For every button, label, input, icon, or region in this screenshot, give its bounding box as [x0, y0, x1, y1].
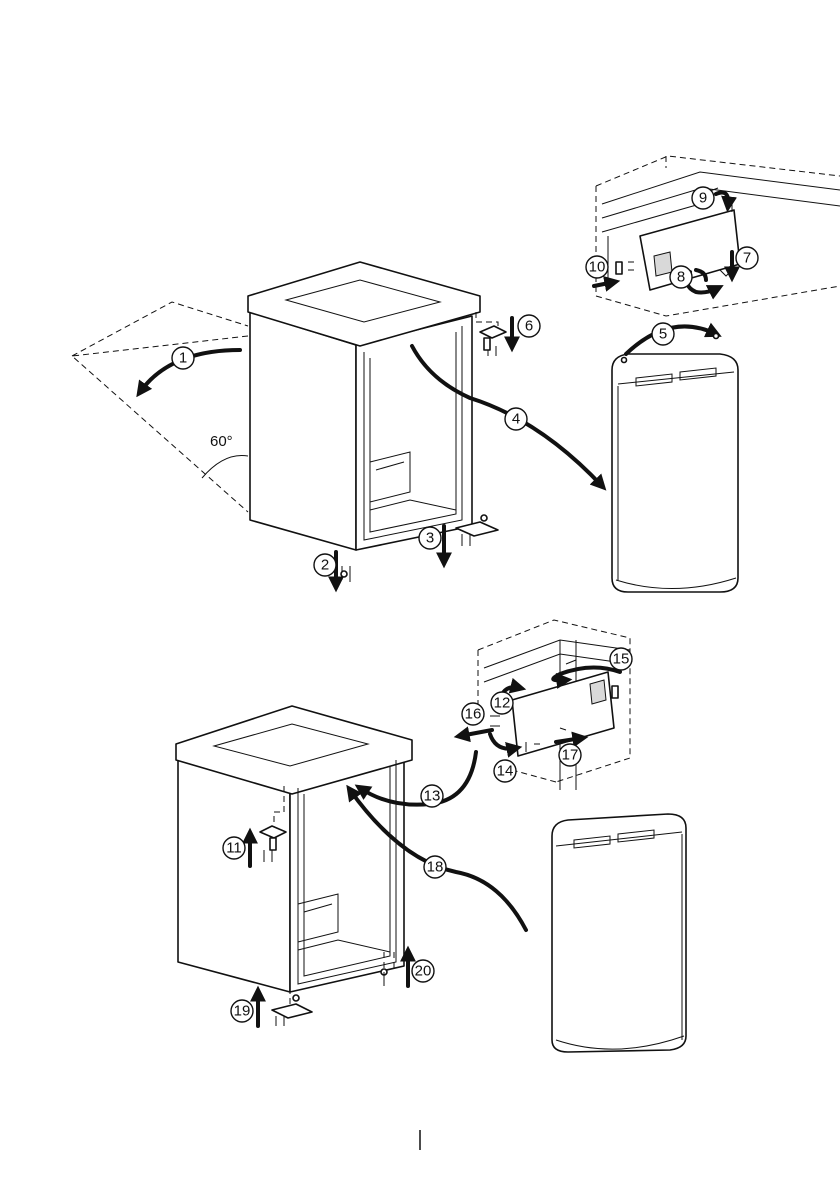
arrow-step-10 [594, 282, 614, 286]
svg-text:7: 7 [743, 250, 751, 267]
svg-text:8: 8 [677, 269, 685, 286]
top-hinge-upper [476, 312, 506, 356]
svg-text:14: 14 [497, 763, 514, 780]
step-17-label: 17 [559, 744, 581, 766]
svg-text:1: 1 [179, 350, 187, 367]
svg-text:18: 18 [427, 859, 444, 876]
svg-text:12: 12 [494, 695, 511, 712]
step-1-label: 1 [172, 347, 194, 369]
step-2-label: 2 [314, 554, 336, 576]
step-13-label: 13 [421, 785, 443, 807]
step-15-label: 15 [610, 648, 632, 670]
step-20-label: 20 [412, 960, 434, 982]
svg-text:17: 17 [562, 747, 579, 764]
step-18-label: 18 [424, 856, 446, 878]
step-14-label: 14 [494, 760, 516, 782]
angle-indicator: 60° [202, 433, 248, 478]
svg-text:10: 10 [589, 259, 606, 276]
arrow-step-9 [716, 193, 728, 207]
step-6-label: 6 [518, 315, 540, 337]
step-3-label: 3 [419, 527, 441, 549]
step-7-label: 7 [736, 247, 758, 269]
svg-text:13: 13 [424, 788, 441, 805]
lower-fridge-cabinet [176, 706, 412, 992]
svg-text:20: 20 [415, 963, 432, 980]
svg-text:5: 5 [659, 326, 667, 343]
svg-text:9: 9 [699, 190, 707, 207]
screws-step-2 [341, 566, 350, 582]
step-12-label: 12 [491, 692, 513, 714]
lower-door [552, 814, 686, 1052]
svg-text:6: 6 [525, 318, 533, 335]
upper-fridge-cabinet [72, 262, 480, 550]
step-9-label: 9 [692, 187, 714, 209]
step-4-label: 4 [505, 408, 527, 430]
step-5-label: 5 [652, 323, 674, 345]
svg-text:11: 11 [226, 840, 242, 857]
bottom-hinge-lower [272, 988, 312, 1026]
step-8-label: 8 [670, 266, 692, 288]
arrow-step-14 [490, 734, 516, 749]
step-11-label: 11 [223, 837, 245, 859]
arrow-step-16 [460, 730, 492, 736]
step-16-label: 16 [462, 703, 484, 725]
upper-door [612, 354, 738, 592]
upper-detail-inset [596, 156, 840, 316]
step-10-label: 10 [586, 256, 608, 278]
svg-text:3: 3 [426, 530, 434, 547]
angle-label: 60° [210, 433, 233, 450]
svg-text:2: 2 [321, 557, 329, 574]
svg-text:19: 19 [234, 1003, 251, 1020]
svg-text:4: 4 [512, 411, 520, 428]
step-19-label: 19 [231, 1000, 253, 1022]
svg-text:16: 16 [465, 706, 482, 723]
svg-text:15: 15 [613, 651, 630, 668]
